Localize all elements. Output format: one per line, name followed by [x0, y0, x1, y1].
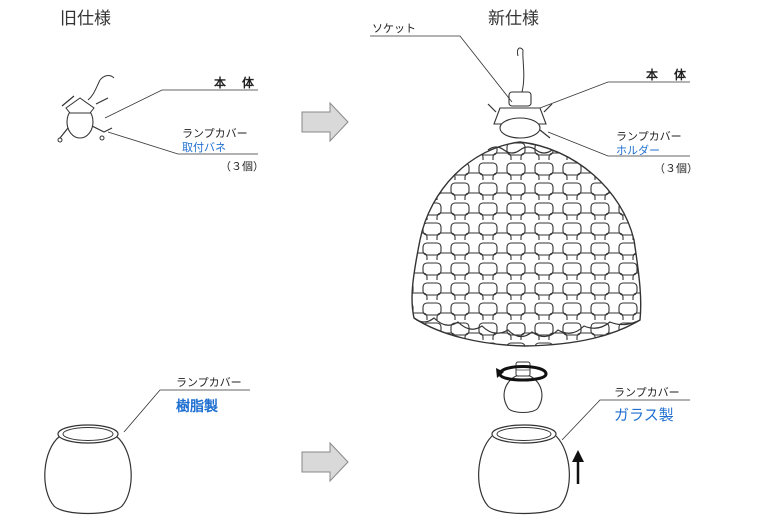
new-count-label: （３個）	[654, 162, 698, 175]
new-socket-drawing	[487, 47, 553, 139]
new-holder-label: ホルダー	[616, 144, 660, 157]
new-cover-label: ランプカバー	[616, 130, 682, 143]
old-spec-title: 旧仕様	[60, 9, 111, 29]
new-material-value: ガラス製	[614, 406, 674, 424]
up-arrow-icon	[572, 450, 584, 484]
old-count-label: （３個）	[220, 160, 264, 173]
new-body-label: 本 体	[646, 68, 689, 82]
light-bulb-drawing	[503, 361, 543, 414]
old-material-value: 樹脂製	[176, 399, 218, 415]
old-spring-leader	[107, 131, 258, 155]
old-body-leader	[104, 89, 258, 119]
new-body-leader	[539, 81, 690, 109]
right-arrow-icon	[301, 101, 349, 143]
old-spring-label: 取付バネ	[182, 141, 226, 154]
old-material-title: ランプカバー	[176, 376, 242, 389]
new-glass-cover-drawing	[478, 424, 570, 515]
old-material-leader	[123, 389, 250, 433]
right-arrow-icon	[301, 441, 349, 483]
old-lamp-body-drawing	[57, 75, 115, 143]
new-material-leader	[561, 399, 690, 441]
old-cover-label: ランプカバー	[182, 127, 248, 140]
new-socket-leader	[370, 35, 513, 103]
rotate-arrow-icon	[496, 365, 548, 382]
new-material-title: ランプカバー	[614, 386, 680, 399]
new-socket-label: ソケット	[372, 22, 416, 35]
old-resin-cover-drawing	[44, 424, 132, 515]
new-holder-leader	[547, 131, 690, 157]
new-spec-title: 新仕様	[488, 9, 539, 29]
lattice-dome-drawing	[411, 141, 642, 347]
old-body-label: 本 体	[214, 76, 257, 90]
